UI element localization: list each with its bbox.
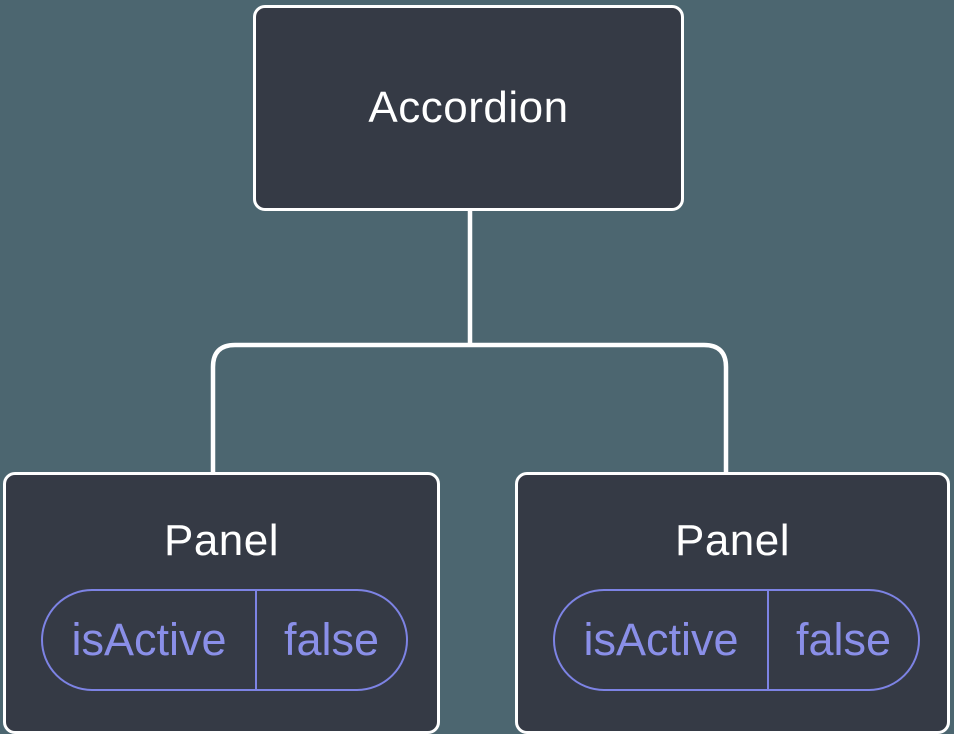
state-pill-right: isActive false xyxy=(553,589,920,691)
node-panel-right-label: Panel xyxy=(674,516,791,565)
state-value: false xyxy=(283,614,380,665)
state-pill-left: isActive false xyxy=(41,589,408,691)
node-panel-left-label: Panel xyxy=(163,516,280,565)
node-accordion-label: Accordion xyxy=(368,83,569,132)
node-panel-left: Panel isActive false xyxy=(3,472,440,734)
state-name: isActive xyxy=(43,591,257,689)
connector-branch xyxy=(210,342,729,474)
node-accordion: Accordion xyxy=(253,5,684,211)
state-name: isActive xyxy=(555,591,769,689)
node-panel-right: Panel isActive false xyxy=(515,472,950,734)
state-value: false xyxy=(795,614,892,665)
